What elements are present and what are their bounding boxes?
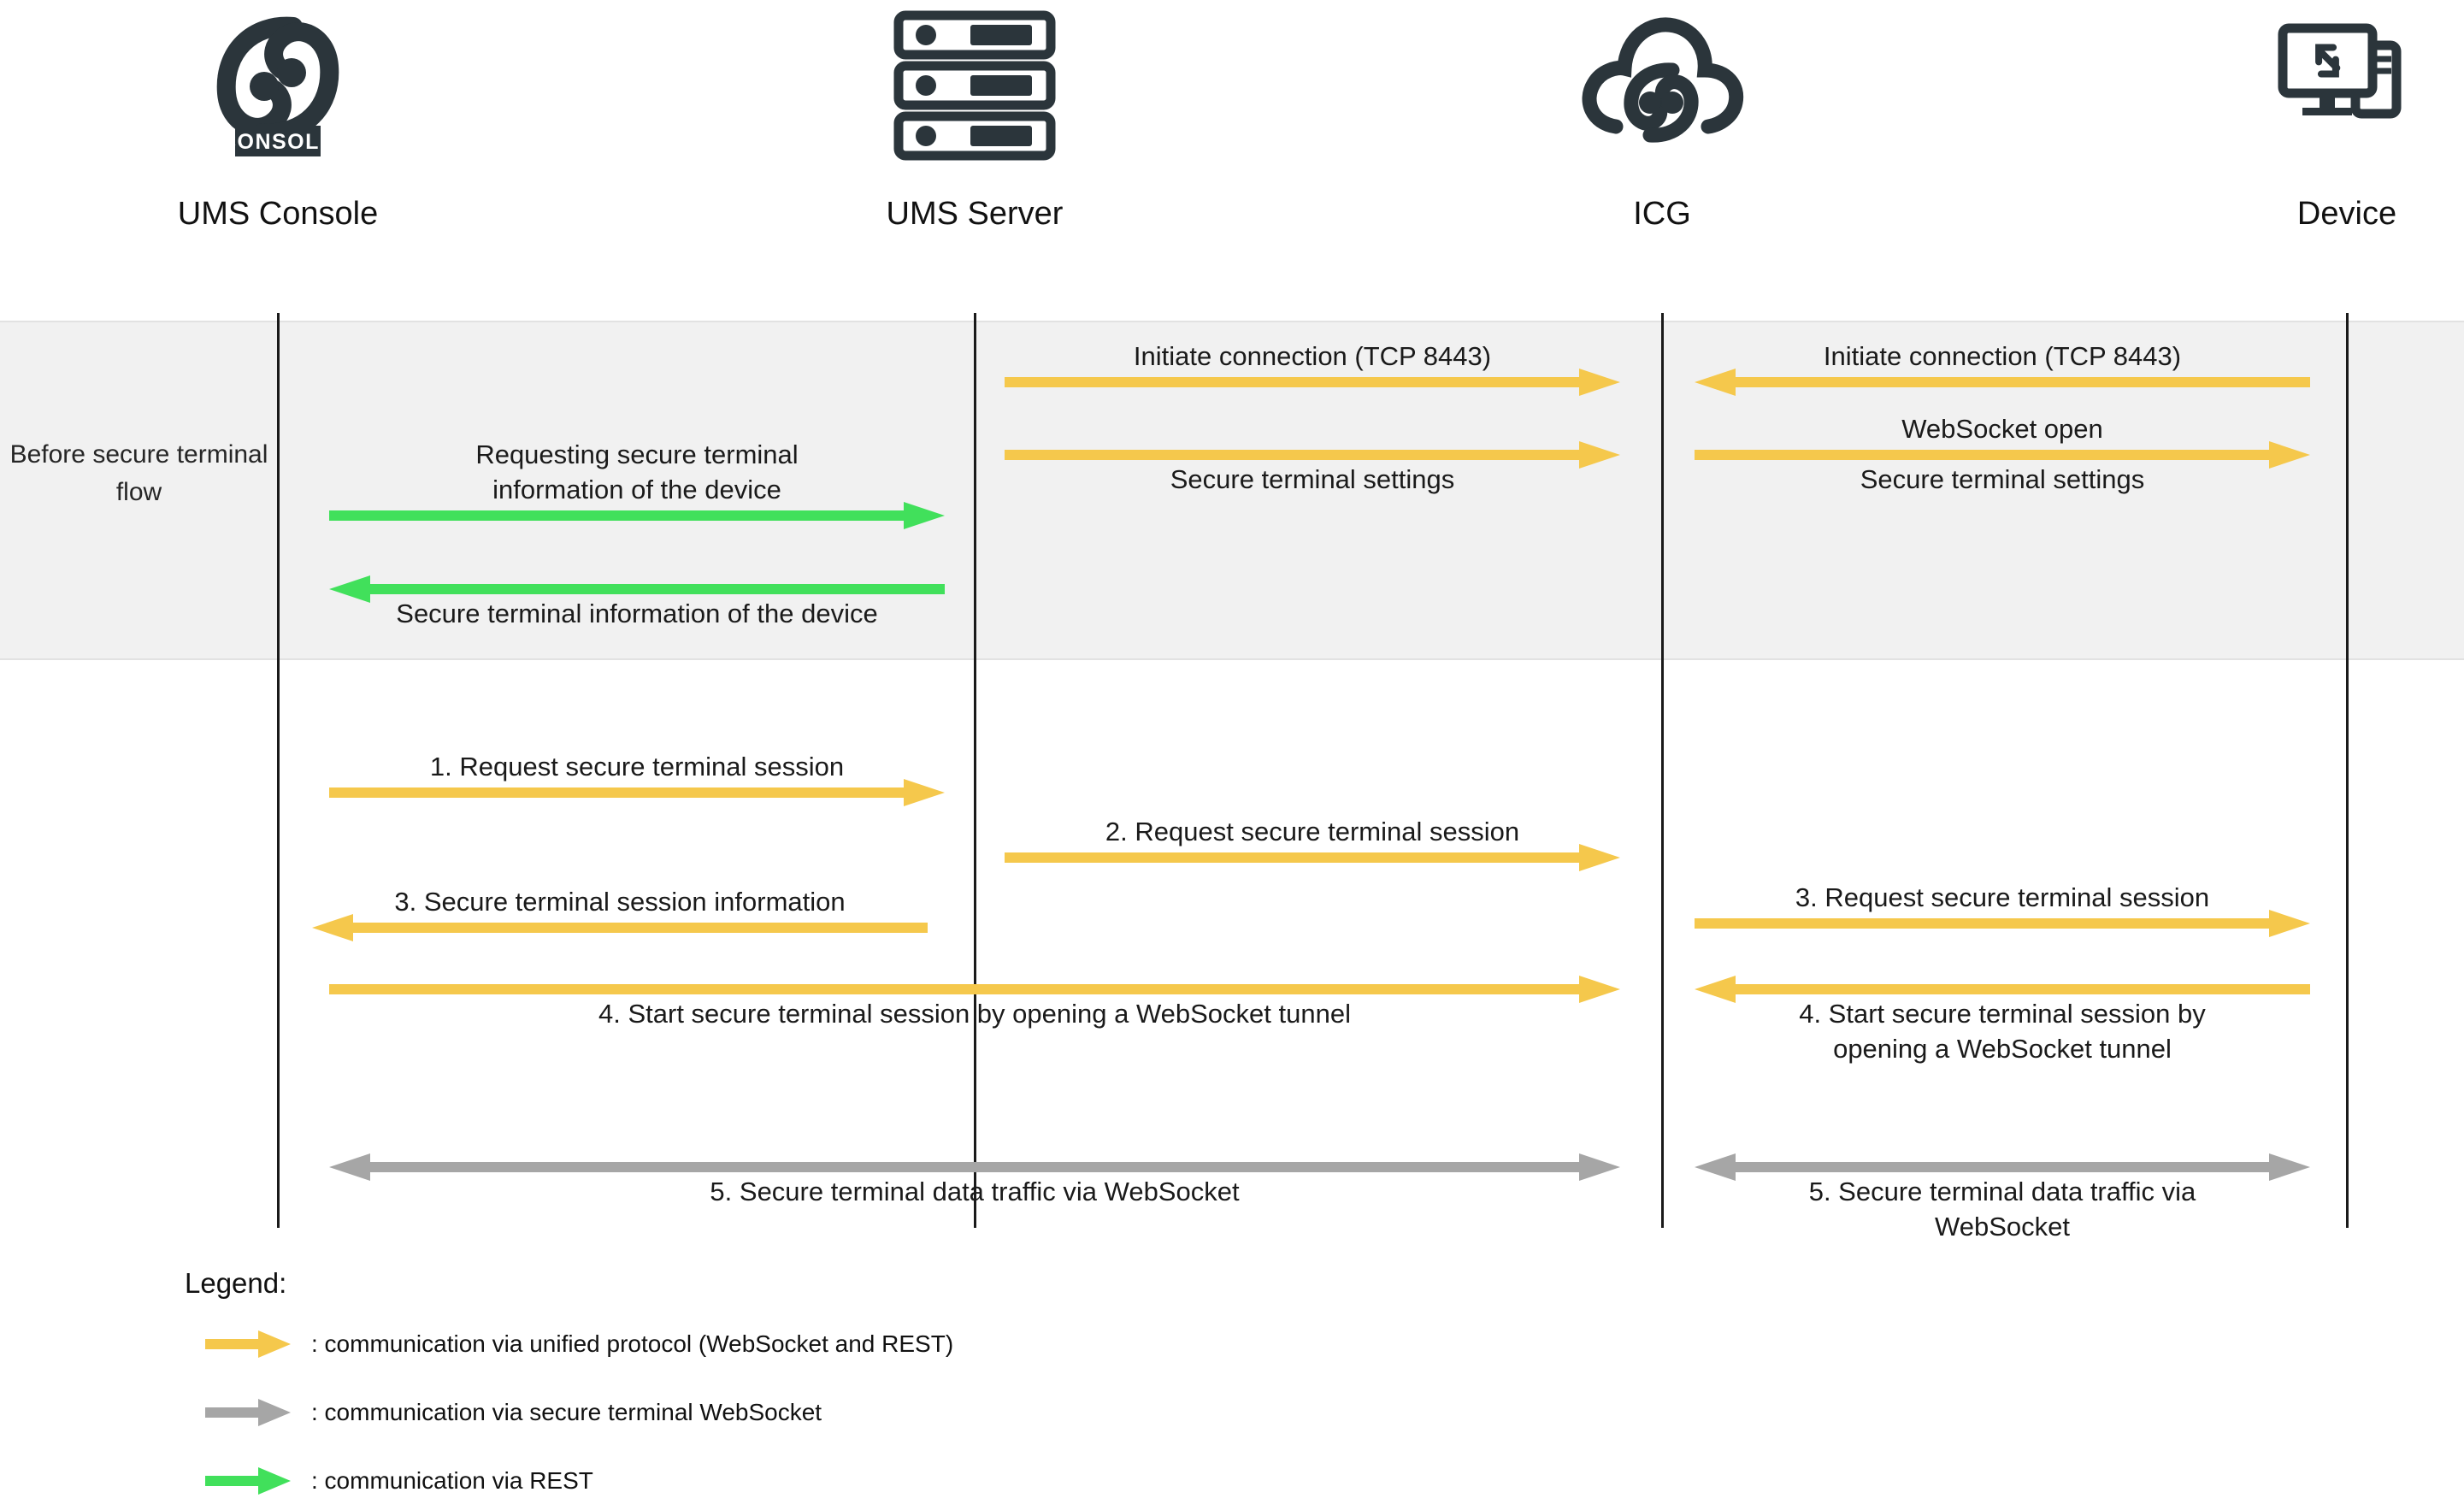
message-label: 3. Request secure terminal session bbox=[1795, 882, 2210, 913]
legend-label: : communication via REST bbox=[311, 1467, 593, 1494]
message-label: Initiate connection (TCP 8443) bbox=[1133, 341, 1492, 372]
message-label: 5. Secure terminal data traffic via WebS… bbox=[1808, 1177, 2196, 1242]
ums-console-logo-icon: CONSOLE bbox=[98, 0, 457, 171]
server-rack-icon bbox=[795, 0, 1154, 171]
message-step3-session-information: 3. Secure terminal session information bbox=[312, 887, 928, 942]
message-label: 4. Start secure terminal session by open… bbox=[598, 999, 1351, 1029]
message-label: Requesting secure terminal information o… bbox=[475, 439, 799, 505]
actor-label: UMS Server bbox=[886, 196, 1064, 232]
message-label: 3. Secure terminal session information bbox=[394, 887, 846, 917]
legend-item-rest: : communication via REST bbox=[205, 1466, 593, 1496]
actor-label: ICG bbox=[1633, 196, 1691, 232]
desktop-device-icon bbox=[2167, 0, 2464, 171]
message-label: WebSocket open bbox=[1901, 414, 2103, 445]
message-label: 4. Start secure terminal session by open… bbox=[1799, 999, 2206, 1064]
lifeline-ums-console bbox=[277, 313, 280, 1228]
arrow-left-rest bbox=[329, 575, 945, 604]
arrow-right-unified bbox=[329, 778, 945, 807]
message-websocket-open: WebSocket open Secure terminal settings bbox=[1695, 414, 2310, 494]
actor-icg: ICG bbox=[1483, 0, 1842, 233]
phase-label: Before secure terminal flow bbox=[9, 440, 268, 506]
arrow-bidirectional-secure-terminal bbox=[1695, 1153, 2310, 1182]
message-secure-terminal-settings-server: Secure terminal settings bbox=[1005, 440, 1620, 494]
legend-title: Legend: bbox=[185, 1267, 287, 1299]
message-step2-request-session: 2. Request secure terminal session bbox=[1005, 817, 1620, 872]
message-step4-start-session-tunnel-device: 4. Start secure terminal session by open… bbox=[1695, 975, 2310, 1064]
message-step3-request-session-device: 3. Request secure terminal session bbox=[1695, 882, 2310, 938]
message-requesting-secure-terminal-info: Requesting secure terminal information o… bbox=[329, 439, 945, 530]
message-label: 1. Request secure terminal session bbox=[429, 752, 845, 782]
legend-label: : communication via secure terminal WebS… bbox=[311, 1399, 822, 1425]
arrow-right-unified bbox=[1005, 843, 1620, 872]
actor-label: UMS Console bbox=[177, 196, 379, 232]
arrow-unified-protocol-icon bbox=[205, 1329, 291, 1360]
arrow-left-unified bbox=[312, 913, 928, 942]
cloud-gateway-icon bbox=[1483, 0, 1842, 171]
message-label: Initiate connection (TCP 8443) bbox=[1823, 341, 2182, 372]
arrow-secure-terminal-websocket-icon bbox=[205, 1397, 291, 1428]
message-secure-terminal-info-of-device: Secure terminal information of the devic… bbox=[329, 575, 945, 628]
arrow-bidirectional-secure-terminal bbox=[329, 1153, 1620, 1182]
arrow-right-rest bbox=[329, 501, 945, 530]
actor-device: Device bbox=[2167, 0, 2464, 233]
arrow-right-unified bbox=[1005, 368, 1620, 397]
legend-item-unified-protocol: : communication via unified protocol (We… bbox=[205, 1329, 953, 1360]
message-label: Secure terminal settings bbox=[1170, 464, 1455, 494]
message-step5-data-traffic: 5. Secure terminal data traffic via WebS… bbox=[329, 1153, 1620, 1206]
lifeline-icg bbox=[1661, 313, 1664, 1228]
legend-label: : communication via unified protocol (We… bbox=[311, 1330, 954, 1357]
arrow-right-unified bbox=[329, 975, 1620, 1004]
lifeline-ums-server bbox=[974, 313, 976, 1228]
message-label: Secure terminal information of the devic… bbox=[396, 599, 878, 628]
actor-ums-server: UMS Server bbox=[795, 0, 1154, 233]
actor-ums-console: CONSOLE UMS Console bbox=[98, 0, 457, 233]
message-label: 2. Request secure terminal session bbox=[1105, 817, 1520, 847]
lifeline-device bbox=[2346, 313, 2349, 1228]
actor-label: Device bbox=[2296, 196, 2397, 232]
legend-item-secure-terminal-websocket: : communication via secure terminal WebS… bbox=[205, 1397, 822, 1428]
svg-text:CONSOLE: CONSOLE bbox=[221, 130, 335, 154]
message-step4-start-session-tunnel: 4. Start secure terminal session by open… bbox=[329, 975, 1620, 1029]
arrow-right-unified bbox=[1695, 909, 2310, 938]
message-initiate-connection-server: Initiate connection (TCP 8443) bbox=[1005, 341, 1620, 397]
arrow-right-unified bbox=[1005, 440, 1620, 469]
message-label: 5. Secure terminal data traffic via WebS… bbox=[710, 1177, 1240, 1206]
message-step5-data-traffic-device: 5. Secure terminal data traffic via WebS… bbox=[1695, 1153, 2310, 1242]
message-initiate-connection-icg: Initiate connection (TCP 8443) bbox=[1695, 341, 2310, 397]
arrow-left-unified bbox=[1695, 368, 2310, 397]
arrow-left-unified bbox=[1695, 975, 2310, 1004]
arrow-right-unified bbox=[1695, 440, 2310, 469]
arrow-rest-icon bbox=[205, 1466, 291, 1496]
message-label: Secure terminal settings bbox=[1860, 464, 2145, 494]
message-step1-request-session: 1. Request secure terminal session bbox=[329, 752, 945, 807]
